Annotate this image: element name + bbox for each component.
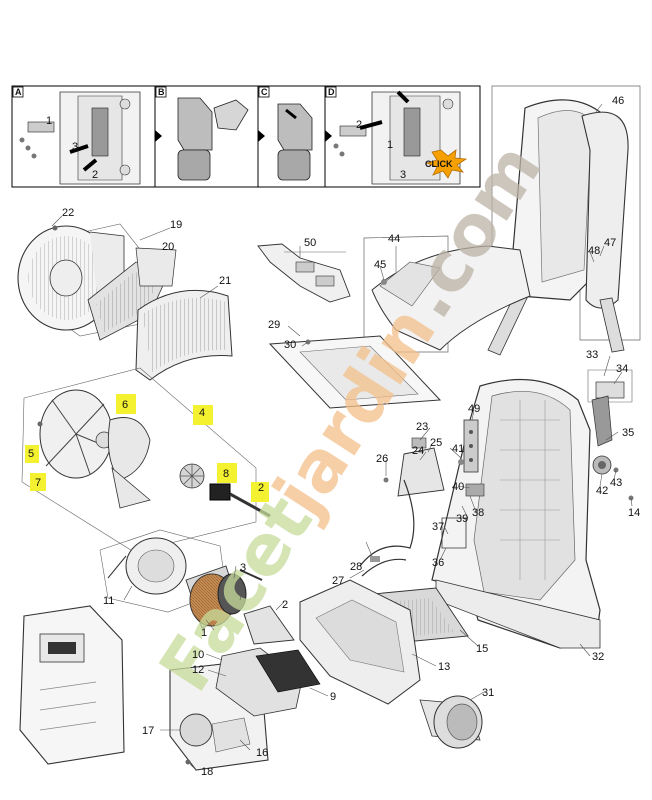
wiring-harness <box>359 479 415 577</box>
control-module <box>215 647 321 717</box>
highlight-box <box>25 445 39 463</box>
part-number: 49 <box>468 403 480 415</box>
step-number: 3 <box>400 169 406 181</box>
part-number: 5 <box>28 448 34 460</box>
panel-letter: D <box>328 87 335 97</box>
part-number: 42 <box>596 485 608 497</box>
panel-letter: C <box>261 87 268 97</box>
part-number: 19 <box>170 219 182 231</box>
highlight-box <box>30 473 46 491</box>
part-number: 1 <box>201 627 207 639</box>
motor <box>185 565 263 629</box>
part-number: 25 <box>430 437 442 449</box>
part-number: 29 <box>268 319 280 331</box>
part-number: 16 <box>256 747 268 759</box>
handle-bracket <box>441 419 485 549</box>
battery-cell <box>419 695 483 749</box>
part-number: 22 <box>62 207 74 219</box>
part-number: 28 <box>350 561 362 573</box>
click-label: CLICK <box>425 159 453 169</box>
part-number: 40 <box>452 481 464 493</box>
part-number: 21 <box>219 275 231 287</box>
part-number: 14 <box>628 507 640 519</box>
part-number: 20 <box>162 241 174 253</box>
watermark-text: jardin <box>256 292 452 532</box>
part-number: 10 <box>192 649 204 661</box>
part-number: 8 <box>223 468 229 480</box>
step-number: 2 <box>92 169 98 181</box>
part-number: 4 <box>199 407 205 419</box>
part-number: 7 <box>35 477 41 489</box>
latch-assembly <box>587 369 634 501</box>
part-labels: 1 2 2 3 4 5 6 7 8 9 10 11 12 13 14 15 16… <box>28 95 640 778</box>
fan-shroud-small <box>87 247 177 341</box>
step-number: 2 <box>356 119 362 131</box>
part-number: 2 <box>258 482 264 494</box>
part-number: 11 <box>103 595 114 607</box>
panel-a: A 1 2 3 <box>12 86 162 185</box>
part-number: 39 <box>456 513 468 525</box>
part-number: 47 <box>604 237 616 249</box>
lower-housing <box>299 579 421 705</box>
shoulder-strap <box>363 235 531 353</box>
part-number: 23 <box>416 421 428 433</box>
part-number: 45 <box>374 259 386 271</box>
part-number: 50 <box>304 237 316 249</box>
highlight-markers <box>25 394 269 502</box>
step-number: 3 <box>72 141 78 153</box>
impeller-assembly <box>21 367 271 553</box>
part-number: 33 <box>586 349 598 361</box>
part-number: 48 <box>588 245 600 257</box>
backpack-frame <box>487 85 641 356</box>
panel-b: B <box>155 86 265 181</box>
part-number: 12 <box>192 664 204 676</box>
switch-assembly <box>383 437 445 497</box>
part-number: 43 <box>610 477 622 489</box>
part-number: 17 <box>142 725 154 737</box>
part-number: 27 <box>332 575 344 587</box>
panel-letter: A <box>15 87 22 97</box>
panel-letter: B <box>158 87 165 97</box>
part-number: 30 <box>284 339 296 351</box>
panel-c: C <box>258 86 332 181</box>
part-number: 15 <box>476 643 488 655</box>
part-number: 18 <box>201 766 213 778</box>
highlight-box <box>116 394 136 414</box>
part-number: 26 <box>376 453 388 465</box>
highlight-box <box>217 463 237 483</box>
highlight-box <box>251 482 269 502</box>
part-number: 6 <box>122 399 128 411</box>
part-number: 37 <box>432 521 444 533</box>
battery-pack <box>19 605 125 765</box>
part-number: 9 <box>330 691 336 703</box>
part-number: 2 <box>282 599 288 611</box>
part-number: 44 <box>388 233 400 245</box>
part-number: 32 <box>592 651 604 663</box>
part-number: 41 <box>452 443 464 455</box>
step-number: 1 <box>387 139 393 151</box>
part-number: 35 <box>622 427 634 439</box>
step-number: 1 <box>46 115 52 127</box>
belt <box>257 243 351 303</box>
air-grille <box>135 290 233 381</box>
part-number: 3 <box>240 562 246 574</box>
part-number: 46 <box>612 95 624 107</box>
part-number: 36 <box>432 557 444 569</box>
part-number: 38 <box>472 507 484 519</box>
highlight-box <box>193 405 213 425</box>
instruction-strip: A 1 2 3 B C <box>11 85 481 188</box>
nozzle <box>243 605 295 645</box>
click-burst <box>425 149 468 179</box>
part-number: 34 <box>616 363 628 375</box>
motor-housing <box>99 529 227 613</box>
part-number: 13 <box>438 661 450 673</box>
panel-d: D 1 2 3 CLICK <box>325 86 468 185</box>
leader-lines <box>51 103 633 771</box>
part-number: 31 <box>482 687 494 699</box>
part-number: 24 <box>412 445 424 457</box>
